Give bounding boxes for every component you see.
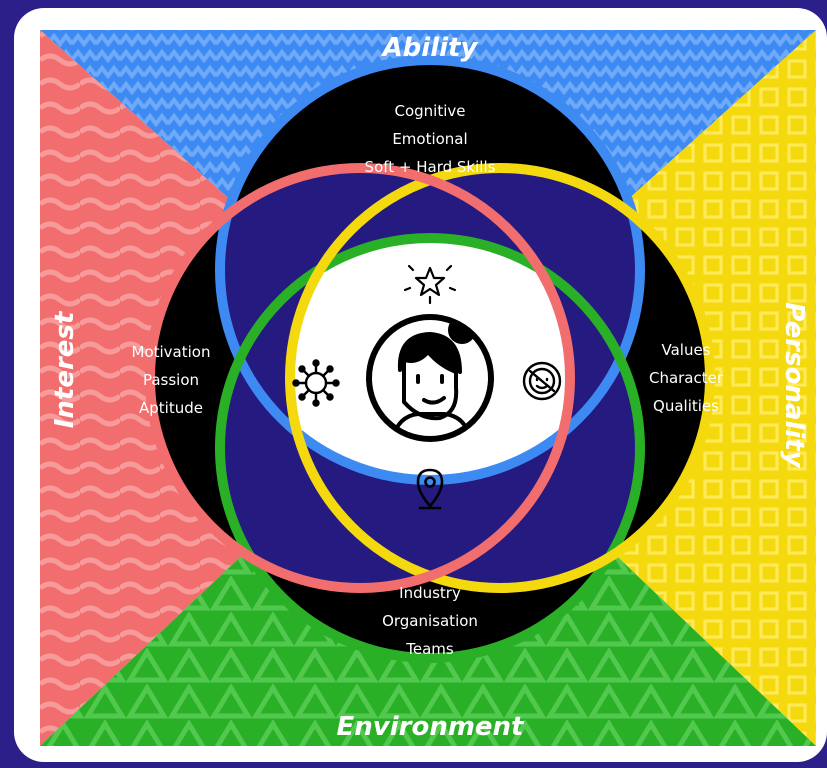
center-lens (290, 238, 570, 480)
ability-item: Cognitive (394, 102, 465, 120)
environment-item: Organisation (382, 612, 478, 630)
location-pin-icon (416, 468, 444, 510)
environment-ring (215, 233, 645, 663)
interest-item: Passion (143, 371, 199, 389)
virus-icon (292, 359, 340, 407)
quadrant-title-ability: Ability (381, 33, 479, 63)
environment-item: Industry (399, 584, 461, 602)
quadrant-title-interest: Interest (50, 310, 80, 428)
quadrant-title-personality: Personality (779, 302, 809, 468)
environment-item: Teams (405, 640, 454, 658)
personality-item: Values (661, 341, 710, 359)
ability-ring (215, 55, 645, 485)
interest-ring (145, 163, 575, 593)
personality-item: Character (649, 369, 724, 387)
star-icon (403, 264, 457, 305)
interest-item: Aptitude (139, 399, 203, 417)
person-avatar-icon (366, 314, 494, 442)
quadrant-title-environment: Environment (337, 712, 526, 742)
face-badge-icon (522, 361, 562, 401)
ability-item: Soft + Hard Skills (365, 158, 496, 176)
personality-ring (285, 163, 715, 593)
personality-item: Qualities (653, 397, 719, 415)
interest-item: Motivation (132, 343, 211, 361)
ability-item: Emotional (392, 130, 467, 148)
